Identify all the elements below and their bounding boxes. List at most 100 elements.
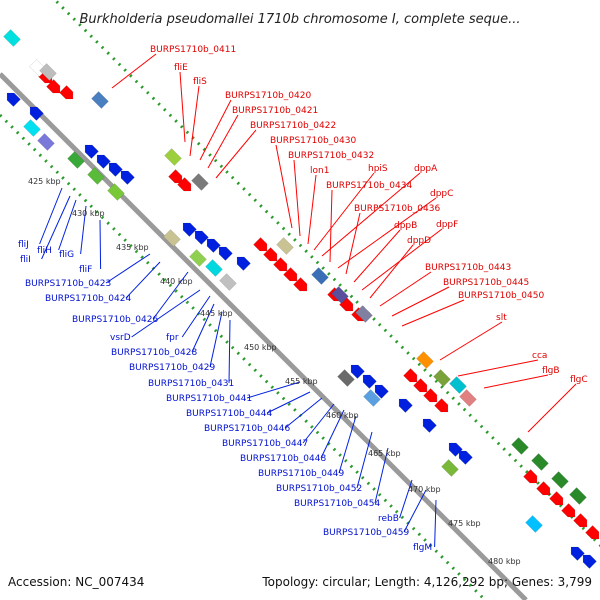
forward-gene-arrow bbox=[46, 79, 61, 94]
reverse-leader-line bbox=[266, 391, 311, 414]
reverse-gene-block bbox=[3, 29, 21, 47]
reverse-gene-arrow bbox=[84, 144, 99, 159]
forward-gene-arrow bbox=[177, 177, 192, 192]
reverse-gene-arrow bbox=[350, 364, 365, 379]
forward-gene-arrow bbox=[413, 378, 428, 393]
reverse-gene-label: vsrD bbox=[110, 333, 131, 343]
reverse-gene-label: BURPS1710b_0449 bbox=[258, 469, 344, 479]
reverse-gene-arrow bbox=[6, 92, 21, 107]
forward-gene-arrow bbox=[283, 267, 298, 282]
forward-leader-line bbox=[189, 85, 200, 157]
kbp-tick-label: 455 kbp bbox=[285, 377, 318, 386]
forward-gene-label: lon1 bbox=[310, 166, 329, 176]
reverse-gene-label: BURPS1710b_0452 bbox=[276, 484, 362, 494]
accession-label: Accession: NC_007434 bbox=[8, 575, 144, 589]
reverse-leader-line bbox=[152, 271, 189, 320]
reverse-gene-label: BURPS1710b_0428 bbox=[111, 348, 197, 358]
reverse-gene-label: BURPS1710b_0459 bbox=[323, 528, 409, 538]
forward-gene-arrow bbox=[263, 247, 278, 262]
forward-leader-line bbox=[329, 189, 333, 263]
forward-leader-line bbox=[401, 299, 465, 327]
forward-gene-arrow bbox=[253, 237, 268, 252]
forward-leader-line bbox=[275, 144, 293, 229]
reverse-gene-block bbox=[67, 151, 85, 169]
reverse-gene-block bbox=[87, 167, 105, 185]
forward-gene-label: hpiS bbox=[368, 164, 388, 174]
forward-gene-block bbox=[91, 91, 109, 109]
forward-leader-line bbox=[111, 53, 157, 89]
forward-gene-block bbox=[416, 351, 434, 369]
reverse-gene-label: BURPS1710b_0431 bbox=[148, 379, 234, 389]
reverse-gene-block bbox=[441, 459, 459, 477]
forward-gene-arrow bbox=[585, 525, 600, 540]
kbp-tick-label: 480 kbp bbox=[488, 557, 521, 566]
reverse-gene-block bbox=[189, 249, 207, 267]
reverse-leader-line bbox=[246, 381, 301, 399]
forward-leader-line bbox=[369, 244, 414, 299]
reverse-gene-label: BURPS1710b_0448 bbox=[240, 454, 326, 464]
reverse-leader-line bbox=[434, 499, 437, 548]
reverse-gene-label: fliH bbox=[37, 246, 52, 256]
reverse-gene-arrow bbox=[182, 222, 197, 237]
forward-gene-label: BURPS1710b_0434 bbox=[326, 181, 412, 191]
forward-leader-line bbox=[391, 286, 450, 317]
reverse-gene-label: BURPS1710b_0423 bbox=[25, 279, 111, 289]
forward-gene-labels: BURPS1710b_0411fliEfliSBURPS1710b_0420BU… bbox=[150, 45, 588, 385]
reverse-gene-label: rebB bbox=[378, 514, 399, 524]
reverse-gene-label: BURPS1710b_0447 bbox=[222, 439, 308, 449]
forward-gene-block bbox=[569, 487, 587, 505]
genome-summary: Topology: circular; Length: 4,126,292 bp… bbox=[261, 575, 592, 589]
forward-gene-block bbox=[459, 389, 477, 407]
forward-gene-label: BURPS1710b_0421 bbox=[232, 106, 318, 116]
forward-leader-line bbox=[527, 383, 577, 433]
reverse-gene-label: BURPS1710b_0444 bbox=[186, 409, 272, 419]
reverse-gene-block bbox=[219, 273, 237, 291]
forward-gene-block bbox=[511, 437, 529, 455]
reverse-leader-line bbox=[284, 397, 323, 429]
reverse-gene-label: fliG bbox=[59, 250, 74, 260]
reverse-leader-line bbox=[399, 479, 413, 519]
reverse-leader-line bbox=[131, 289, 201, 338]
forward-gene-label: BURPS1710b_0450 bbox=[458, 291, 544, 301]
reverse-gene-arrow bbox=[362, 374, 377, 389]
forward-leader-line bbox=[361, 228, 443, 291]
reverse-gene-arrow bbox=[206, 238, 221, 253]
forward-gene-arrow bbox=[573, 513, 588, 528]
forward-gene-arrow bbox=[59, 85, 74, 100]
forward-gene-block bbox=[449, 376, 467, 394]
map-title: Burkholderia pseudomallei 1710b chromoso… bbox=[79, 12, 520, 27]
forward-gene-arrow bbox=[549, 491, 564, 506]
forward-gene-block bbox=[39, 63, 57, 81]
forward-leader-line bbox=[179, 71, 186, 143]
reverse-leader-line bbox=[338, 415, 357, 474]
forward-gene-arrow bbox=[339, 297, 354, 312]
forward-gene-block bbox=[531, 453, 549, 471]
forward-gene-block bbox=[191, 173, 209, 191]
reverse-leader-line bbox=[228, 319, 231, 384]
forward-gene-label: BURPS1710b_0422 bbox=[250, 121, 336, 131]
forward-leader-line bbox=[199, 99, 232, 161]
reverse-leader-line bbox=[99, 219, 102, 270]
reverse-gene-arrow bbox=[398, 398, 413, 413]
forward-gene-label: BURPS1710b_0430 bbox=[270, 136, 356, 146]
forward-leader-line bbox=[215, 129, 257, 179]
kbp-tick-label: 470 kbp bbox=[408, 485, 441, 494]
reverse-gene-label: BURPS1710b_0426 bbox=[72, 315, 158, 325]
forward-gene-label: dppD bbox=[407, 236, 431, 246]
reverse-gene-arrow bbox=[108, 162, 123, 177]
reverse-gene-block bbox=[163, 229, 181, 247]
reverse-leader-line bbox=[302, 403, 335, 444]
reverse-gene-arrow bbox=[194, 230, 209, 245]
reverse-gene-label: fliI bbox=[20, 255, 31, 265]
forward-leader-line bbox=[379, 271, 432, 307]
reverse-leader-line bbox=[320, 409, 345, 459]
forward-gene-block bbox=[433, 369, 451, 387]
reverse-gene-arrow bbox=[458, 450, 473, 465]
forward-gene-label: BURPS1710b_0436 bbox=[354, 204, 440, 214]
forward-leader-line bbox=[353, 229, 401, 283]
forward-gene-label: BURPS1710b_0445 bbox=[443, 278, 529, 288]
forward-gene-arrow bbox=[523, 469, 538, 484]
